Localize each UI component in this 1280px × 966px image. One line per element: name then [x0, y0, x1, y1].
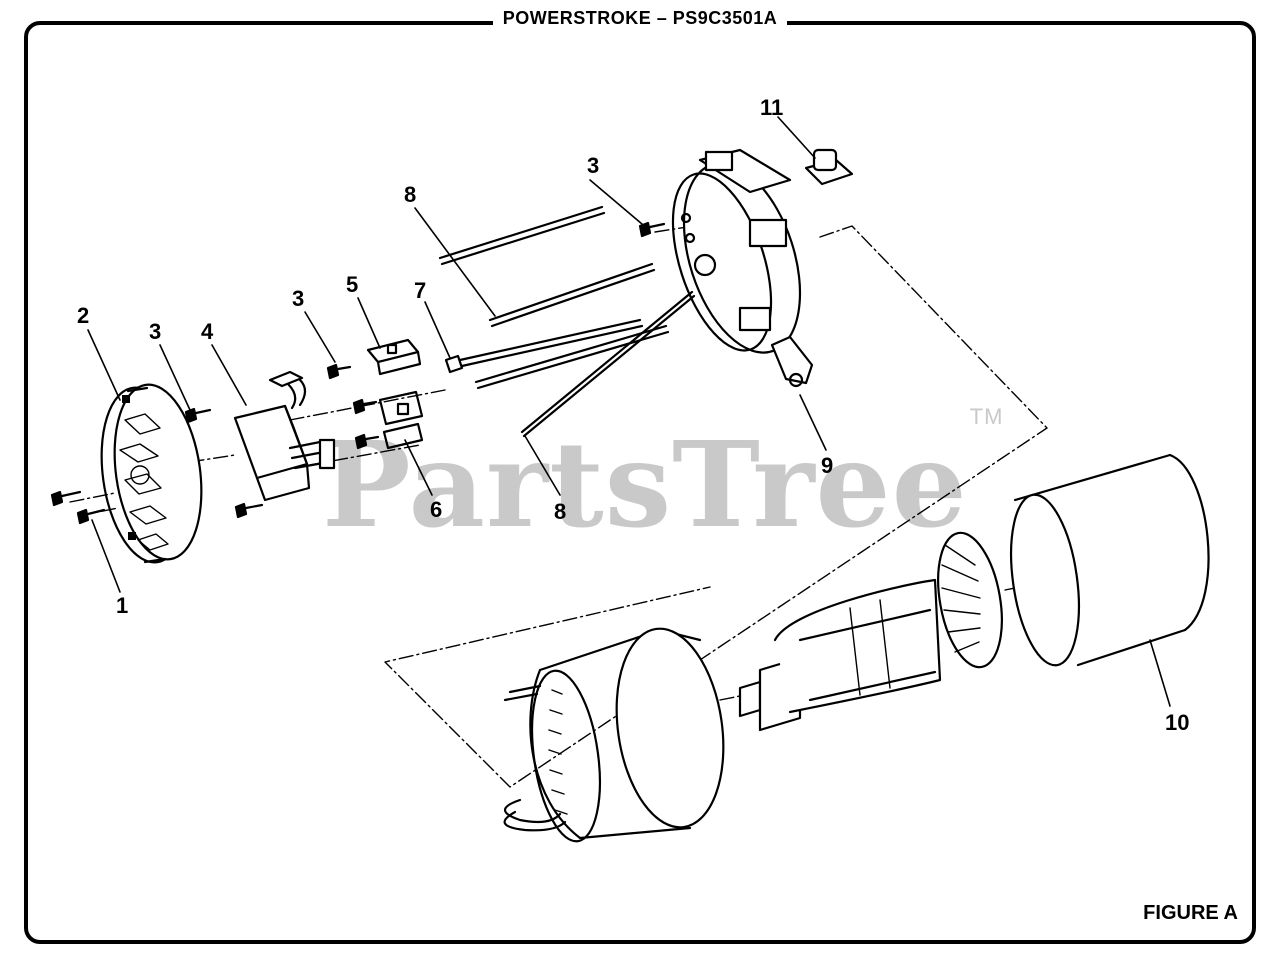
figure-label: FIGURE A	[1143, 902, 1238, 924]
brush-holder-part	[366, 338, 424, 450]
callout-3-c: 3	[587, 153, 599, 178]
callout-numbers: 1 2 3 3 3 4 5 6 7 8 8 9 10 11	[77, 95, 1189, 735]
callout-4: 4	[201, 319, 214, 344]
cap-part	[804, 148, 854, 186]
cylinder-cover-part	[1010, 453, 1210, 667]
stator-part	[503, 627, 725, 843]
leader-lines	[87, 116, 1171, 707]
callout-6: 6	[430, 497, 442, 522]
watermark-text: PartsTree	[322, 415, 968, 554]
through-bolts-part	[438, 205, 696, 438]
callout-5: 5	[346, 272, 358, 297]
callout-9: 9	[821, 453, 833, 478]
end-cover-part	[100, 383, 203, 564]
callout-8-b: 8	[554, 499, 566, 524]
callout-10: 10	[1165, 710, 1189, 735]
rotor-part	[738, 531, 1003, 732]
callout-3-b: 3	[292, 286, 304, 311]
callout-8-a: 8	[404, 182, 416, 207]
watermark: PartsTreeTM	[322, 404, 1002, 554]
callout-11: 11	[760, 95, 783, 120]
watermark-tm: TM	[969, 403, 1004, 429]
callout-7: 7	[414, 278, 426, 303]
end-bell-housing-part	[671, 148, 814, 388]
diagram-title-wrap: POWERSTROKE – PS9C3501A	[0, 8, 1280, 29]
cover-screws-part	[50, 490, 106, 525]
assembly-guide-lines	[69, 224, 1066, 788]
diagram-title: POWERSTROKE – PS9C3501A	[492, 8, 788, 28]
short-bolt-part	[444, 318, 644, 374]
regulator-part	[233, 370, 336, 502]
callout-1: 1	[116, 593, 128, 618]
screw-parts	[184, 221, 666, 519]
callout-2: 2	[77, 303, 89, 328]
callout-3-a: 3	[149, 319, 161, 344]
